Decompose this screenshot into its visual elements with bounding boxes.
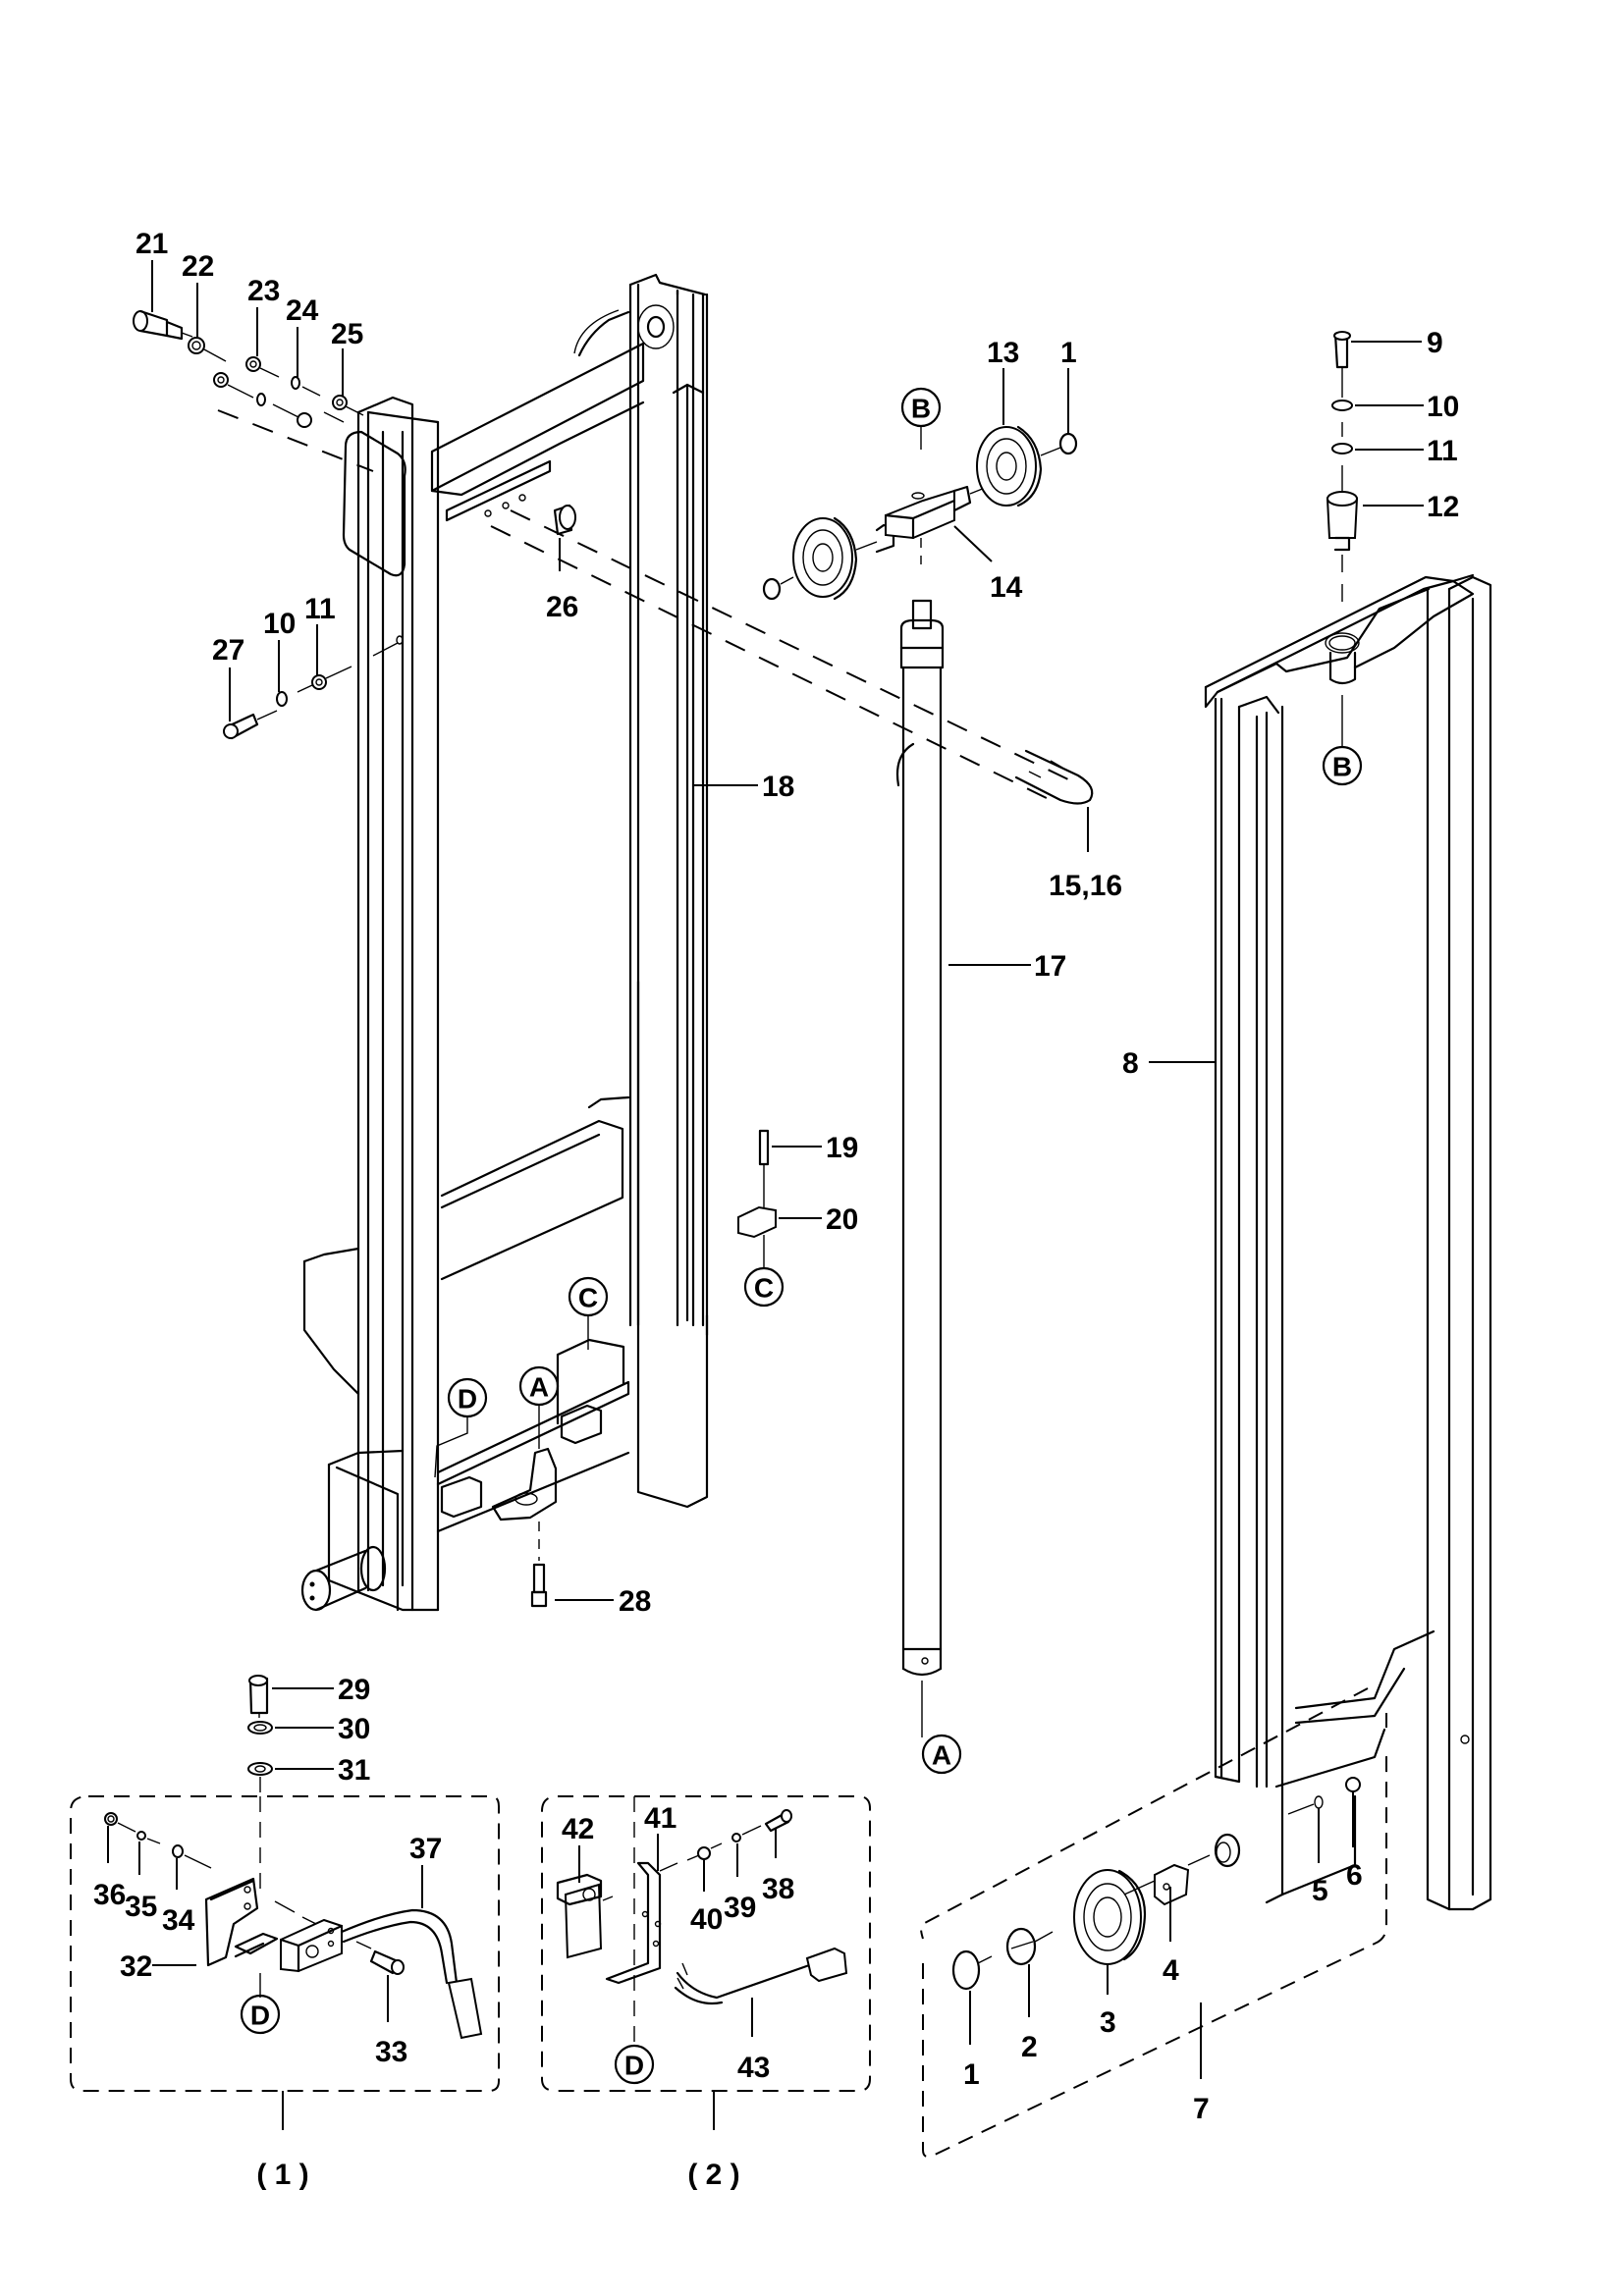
- ref-marker-d-group1: D: [240, 1973, 281, 2035]
- roller-assembly-7: [951, 1777, 1361, 1991]
- callout-39: 39: [724, 1892, 756, 1924]
- ref-marker-a-mast: A: [518, 1365, 560, 1449]
- outer-mast-8: [1204, 573, 1492, 1911]
- svg-text:B: B: [911, 394, 931, 424]
- callout-25: 25: [331, 318, 363, 350]
- callout-10-right: 10: [1427, 391, 1459, 423]
- callout-14: 14: [990, 571, 1023, 604]
- callout-33: 33: [375, 2036, 407, 2068]
- callout-42: 42: [562, 1813, 594, 1845]
- svg-text:D: D: [458, 1384, 477, 1415]
- sensor-assembly-1: [104, 1812, 483, 2040]
- ref-marker-c-block: C: [743, 1266, 785, 1308]
- callout-23: 23: [247, 275, 280, 307]
- svg-text:D: D: [250, 2001, 270, 2031]
- callout-3: 3: [1100, 2006, 1116, 2039]
- group-2-label: ( 2 ): [687, 2159, 739, 2191]
- callout-21: 21: [135, 228, 168, 260]
- assembly-axis: [490, 525, 1052, 801]
- svg-text:C: C: [754, 1273, 774, 1304]
- bolt-stack-29-31: [247, 1675, 273, 1792]
- callout-37: 37: [409, 1833, 442, 1865]
- callout-9: 9: [1427, 327, 1443, 359]
- callout-10-left: 10: [263, 608, 296, 640]
- callout-30: 30: [338, 1713, 370, 1745]
- callout-43: 43: [737, 2052, 770, 2084]
- callout-41: 41: [644, 1802, 677, 1835]
- assembly-axis: [217, 409, 1071, 781]
- callout-34: 34: [162, 1904, 195, 1937]
- callout-19: 19: [826, 1132, 858, 1164]
- callout-5: 5: [1312, 1875, 1328, 1907]
- ref-marker-b-right: B: [1322, 695, 1363, 786]
- callout-22: 22: [182, 250, 214, 283]
- ref-marker-a-bottom: A: [921, 1681, 962, 1775]
- svg-text:D: D: [624, 2051, 644, 2081]
- inner-mast-18: [300, 273, 709, 1612]
- callout-7: 7: [1193, 2093, 1210, 2125]
- sheave-assembly-14: [762, 425, 1078, 601]
- group-2-boundary: [541, 1795, 871, 2092]
- callout-1-bottom: 1: [963, 2058, 980, 2091]
- callout-40: 40: [690, 1903, 723, 1936]
- u-bolt-15-16: [1014, 749, 1094, 805]
- callout-2: 2: [1021, 2031, 1038, 2063]
- callout-1-top: 1: [1060, 337, 1077, 369]
- callout-26: 26: [546, 591, 578, 623]
- callout-6: 6: [1346, 1859, 1363, 1892]
- bolt-28: 28: [530, 1522, 651, 1618]
- callout-29: 29: [338, 1674, 370, 1706]
- ref-marker-d-group2: D: [614, 2044, 655, 2085]
- callout-36: 36: [93, 1879, 126, 1911]
- lift-cylinder-17: [895, 599, 945, 1677]
- callout-38: 38: [762, 1873, 794, 1905]
- fastener-stack-21-25: [133, 309, 364, 428]
- svg-text:A: A: [529, 1372, 549, 1403]
- callout-31: 31: [338, 1754, 370, 1787]
- block-19-20: 19 20: [737, 1129, 858, 1268]
- callout-18: 18: [762, 771, 794, 803]
- callout-27: 27: [212, 634, 244, 667]
- pin-26: 26: [546, 504, 578, 623]
- callout-20: 20: [826, 1203, 858, 1236]
- ref-marker-c-mast: C: [568, 1276, 609, 1350]
- ref-marker-b-top: B: [900, 387, 942, 450]
- callout-24: 24: [286, 294, 319, 327]
- callout-28: 28: [619, 1585, 651, 1618]
- fastener-stack-9-12: [1326, 331, 1359, 614]
- svg-text:C: C: [578, 1283, 598, 1313]
- callout-32: 32: [120, 1950, 152, 1983]
- callout-17: 17: [1034, 950, 1066, 983]
- callout-11-right: 11: [1427, 435, 1458, 467]
- callout-4: 4: [1163, 1954, 1179, 1987]
- callout-13: 13: [987, 337, 1019, 369]
- callout-12: 12: [1427, 491, 1459, 523]
- fastener-stack-27: [223, 635, 404, 740]
- callout-11-left: 11: [304, 593, 336, 625]
- callout-15-16: 15,16: [1049, 870, 1122, 902]
- switch-assembly-2: [556, 1809, 848, 2005]
- ref-marker-d-mast: D: [434, 1377, 488, 1478]
- callout-35: 35: [125, 1891, 157, 1923]
- group-1-label: ( 1 ): [256, 2159, 308, 2191]
- svg-text:B: B: [1332, 752, 1352, 782]
- svg-text:A: A: [932, 1740, 951, 1771]
- group-1-boundary: [70, 1795, 500, 2092]
- callout-8: 8: [1122, 1047, 1139, 1080]
- group-7-boundary: [920, 1687, 1387, 2159]
